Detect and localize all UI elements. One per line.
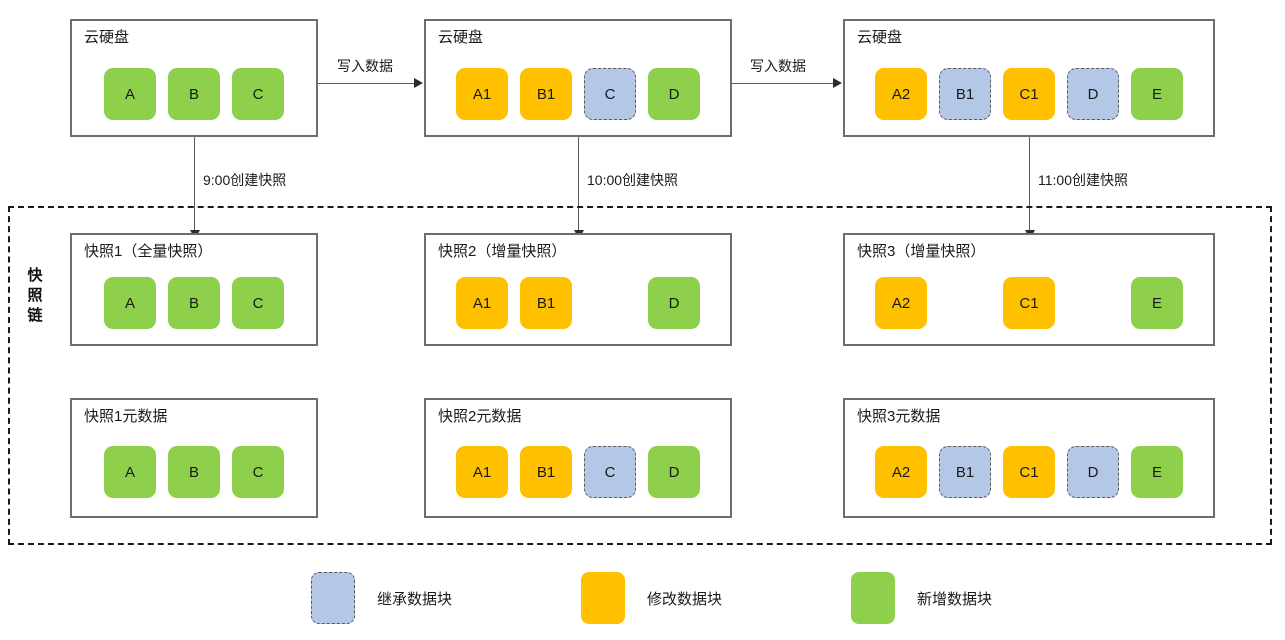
legend-item-added: 新增数据块 xyxy=(851,572,992,624)
legend-swatch-added-icon xyxy=(851,572,895,624)
data-block: A1 xyxy=(456,68,508,120)
write-connector-1 xyxy=(318,83,415,84)
snapshot-label-3: 11:00创建快照 xyxy=(1035,172,1131,188)
metadata-title-2: 快照2元数据 xyxy=(438,408,522,425)
metadata-panel-3: 快照3元数据 A2 B1 C1 D E xyxy=(843,398,1215,518)
data-block: C1 xyxy=(1003,446,1055,498)
data-block: B1 xyxy=(939,446,991,498)
snapshot-panel-3: 快照3（增量快照） A2 C1 E xyxy=(843,233,1215,346)
data-block: D xyxy=(648,277,700,329)
snapshot-label-1: 9:00创建快照 xyxy=(200,172,290,188)
legend-item-modified: 修改数据块 xyxy=(581,572,722,624)
metadata-blocks-3: A2 B1 C1 D E xyxy=(845,446,1213,498)
metadata-blocks-1: A B C xyxy=(72,446,316,498)
data-block-placeholder xyxy=(939,277,991,329)
data-block-placeholder xyxy=(584,277,636,329)
data-block: A1 xyxy=(456,277,508,329)
snapshot-blocks-2: A1 B1 D xyxy=(426,277,730,329)
data-block: A2 xyxy=(875,68,927,120)
data-block: A xyxy=(104,446,156,498)
legend-label-modified: 修改数据块 xyxy=(647,590,723,608)
snapshot-connector-1 xyxy=(194,137,195,238)
write-arrow-head-1 xyxy=(414,78,423,88)
metadata-title-1: 快照1元数据 xyxy=(84,408,168,425)
snapshot-label-2: 10:00创建快照 xyxy=(584,172,682,188)
legend-swatch-inherited-icon xyxy=(311,572,355,624)
chain-label-char: 照 xyxy=(27,287,43,304)
metadata-panel-1: 快照1元数据 A B C xyxy=(70,398,318,518)
cloud-disk-title-2: 云硬盘 xyxy=(438,29,484,46)
legend-label-added: 新增数据块 xyxy=(917,590,993,608)
data-block: A xyxy=(104,277,156,329)
cloud-disk-panel-2: 云硬盘 A1 B1 C D xyxy=(424,19,732,137)
snapshot-title-1: 快照1（全量快照） xyxy=(84,243,213,260)
cloud-disk-title-1: 云硬盘 xyxy=(84,29,130,46)
chain-label-char: 快 xyxy=(27,267,43,284)
snapshot-title-2: 快照2（增量快照） xyxy=(438,243,567,260)
data-block: E xyxy=(1131,446,1183,498)
data-block: B xyxy=(168,68,220,120)
data-block: C xyxy=(584,68,636,120)
data-block: D xyxy=(1067,68,1119,120)
cloud-disk-panel-3: 云硬盘 A2 B1 C1 D E xyxy=(843,19,1215,137)
data-block: B1 xyxy=(520,446,572,498)
cloud-disk-blocks-2: A1 B1 C D xyxy=(426,68,730,120)
data-block: B xyxy=(168,446,220,498)
data-block: D xyxy=(648,446,700,498)
metadata-title-3: 快照3元数据 xyxy=(857,408,941,425)
metadata-panel-2: 快照2元数据 A1 B1 C D xyxy=(424,398,732,518)
snapshot-blocks-1: A B C xyxy=(72,277,316,329)
data-block: C xyxy=(232,446,284,498)
data-block: C1 xyxy=(1003,68,1055,120)
data-block: E xyxy=(1131,68,1183,120)
snapshot-connector-2 xyxy=(578,137,579,238)
cloud-disk-title-3: 云硬盘 xyxy=(857,29,903,46)
data-block: D xyxy=(648,68,700,120)
snapshot-panel-2: 快照2（增量快照） A1 B1 D xyxy=(424,233,732,346)
snapshot-connector-3 xyxy=(1029,137,1030,238)
data-block: C xyxy=(232,277,284,329)
cloud-disk-panel-1: 云硬盘 A B C xyxy=(70,19,318,137)
cloud-disk-blocks-1: A B C xyxy=(72,68,316,120)
data-block: C1 xyxy=(1003,277,1055,329)
write-label-1: 写入数据 xyxy=(334,58,396,74)
data-block: C xyxy=(584,446,636,498)
legend-item-inherited: 继承数据块 xyxy=(311,572,452,624)
snapshot-blocks-3: A2 C1 E xyxy=(845,277,1213,329)
write-arrow-head-2 xyxy=(833,78,842,88)
data-block: B xyxy=(168,277,220,329)
data-block: B1 xyxy=(939,68,991,120)
legend-swatch-modified-icon xyxy=(581,572,625,624)
data-block: C xyxy=(232,68,284,120)
data-block: B1 xyxy=(520,68,572,120)
data-block: B1 xyxy=(520,277,572,329)
snapshot-panel-1: 快照1（全量快照） A B C xyxy=(70,233,318,346)
legend-label-inherited: 继承数据块 xyxy=(377,590,453,608)
write-label-2: 写入数据 xyxy=(747,58,809,74)
data-block: A xyxy=(104,68,156,120)
data-block: E xyxy=(1131,277,1183,329)
snapshot-chain-container xyxy=(8,206,1272,545)
data-block: A2 xyxy=(875,277,927,329)
data-block: D xyxy=(1067,446,1119,498)
snapshot-chain-label: 快 照 链 xyxy=(24,266,46,326)
metadata-blocks-2: A1 B1 C D xyxy=(426,446,730,498)
cloud-disk-blocks-3: A2 B1 C1 D E xyxy=(845,68,1213,120)
write-connector-2 xyxy=(732,83,834,84)
data-block-placeholder xyxy=(1067,277,1119,329)
data-block: A1 xyxy=(456,446,508,498)
chain-label-char: 链 xyxy=(27,307,43,324)
data-block: A2 xyxy=(875,446,927,498)
snapshot-title-3: 快照3（增量快照） xyxy=(857,243,986,260)
